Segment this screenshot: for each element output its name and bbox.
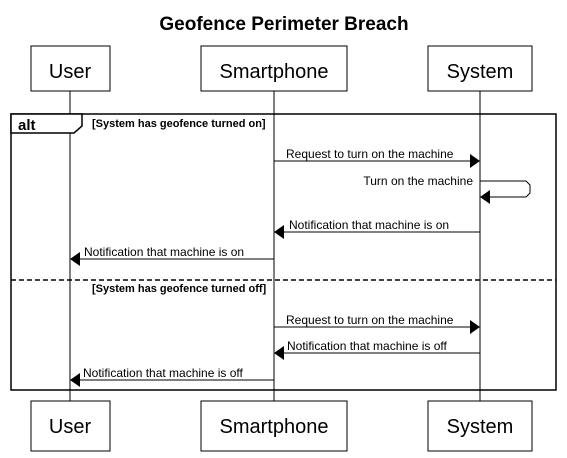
participant-system-top: System	[427, 45, 533, 92]
message-label: Notification that machine is off	[287, 339, 448, 353]
message-label: Notification that machine is off	[83, 366, 244, 380]
arrowhead	[274, 225, 284, 239]
arrowhead	[470, 154, 480, 168]
participant-label: Smartphone	[220, 61, 329, 83]
participant-label: User	[49, 61, 92, 83]
participant-smartphone-bottom: Smartphone	[200, 400, 348, 452]
participant-label: Smartphone	[220, 416, 329, 438]
arrowhead	[480, 190, 490, 204]
participant-label: User	[49, 416, 92, 438]
participant-label: System	[447, 61, 514, 83]
guard-condition-on: [System has geofence turned on]	[92, 118, 266, 130]
message-label: Notification that machine is on	[84, 245, 244, 259]
message-label: Request to turn on the machine	[286, 147, 454, 161]
message-notify-phone-off: Notification that machine is off	[274, 339, 480, 360]
participant-user-top: User	[30, 45, 111, 92]
alt-operator-label: alt	[18, 117, 36, 134]
arrowhead	[274, 346, 284, 360]
arrowhead	[470, 320, 480, 334]
alt-operator-tab	[10, 113, 83, 134]
arrowhead	[70, 252, 80, 266]
message-label: Request to turn on the machine	[286, 313, 454, 327]
message-request-turn-on: Request to turn on the machine	[274, 147, 480, 168]
arrowhead	[70, 373, 80, 387]
message-self-turn-on: Turn on the machine	[363, 174, 531, 204]
message-notify-user-off: Notification that machine is off	[70, 366, 274, 387]
alt-fragment-frame	[10, 113, 557, 391]
participant-label: System	[447, 416, 514, 438]
participant-system-bottom: System	[427, 400, 533, 452]
guard-condition-off: [System has geofence turned off]	[92, 283, 267, 295]
message-label: Notification that machine is on	[289, 218, 449, 232]
diagram-title: Geofence Perimeter Breach	[159, 14, 408, 35]
message-notify-phone-on: Notification that machine is on	[274, 218, 480, 239]
message-notify-user-on: Notification that machine is on	[70, 245, 274, 266]
message-label: Turn on the machine	[363, 174, 473, 188]
message-request-turn-on-2: Request to turn on the machine	[274, 313, 480, 334]
participant-smartphone-top: Smartphone	[200, 45, 348, 92]
participant-user-bottom: User	[30, 400, 111, 452]
